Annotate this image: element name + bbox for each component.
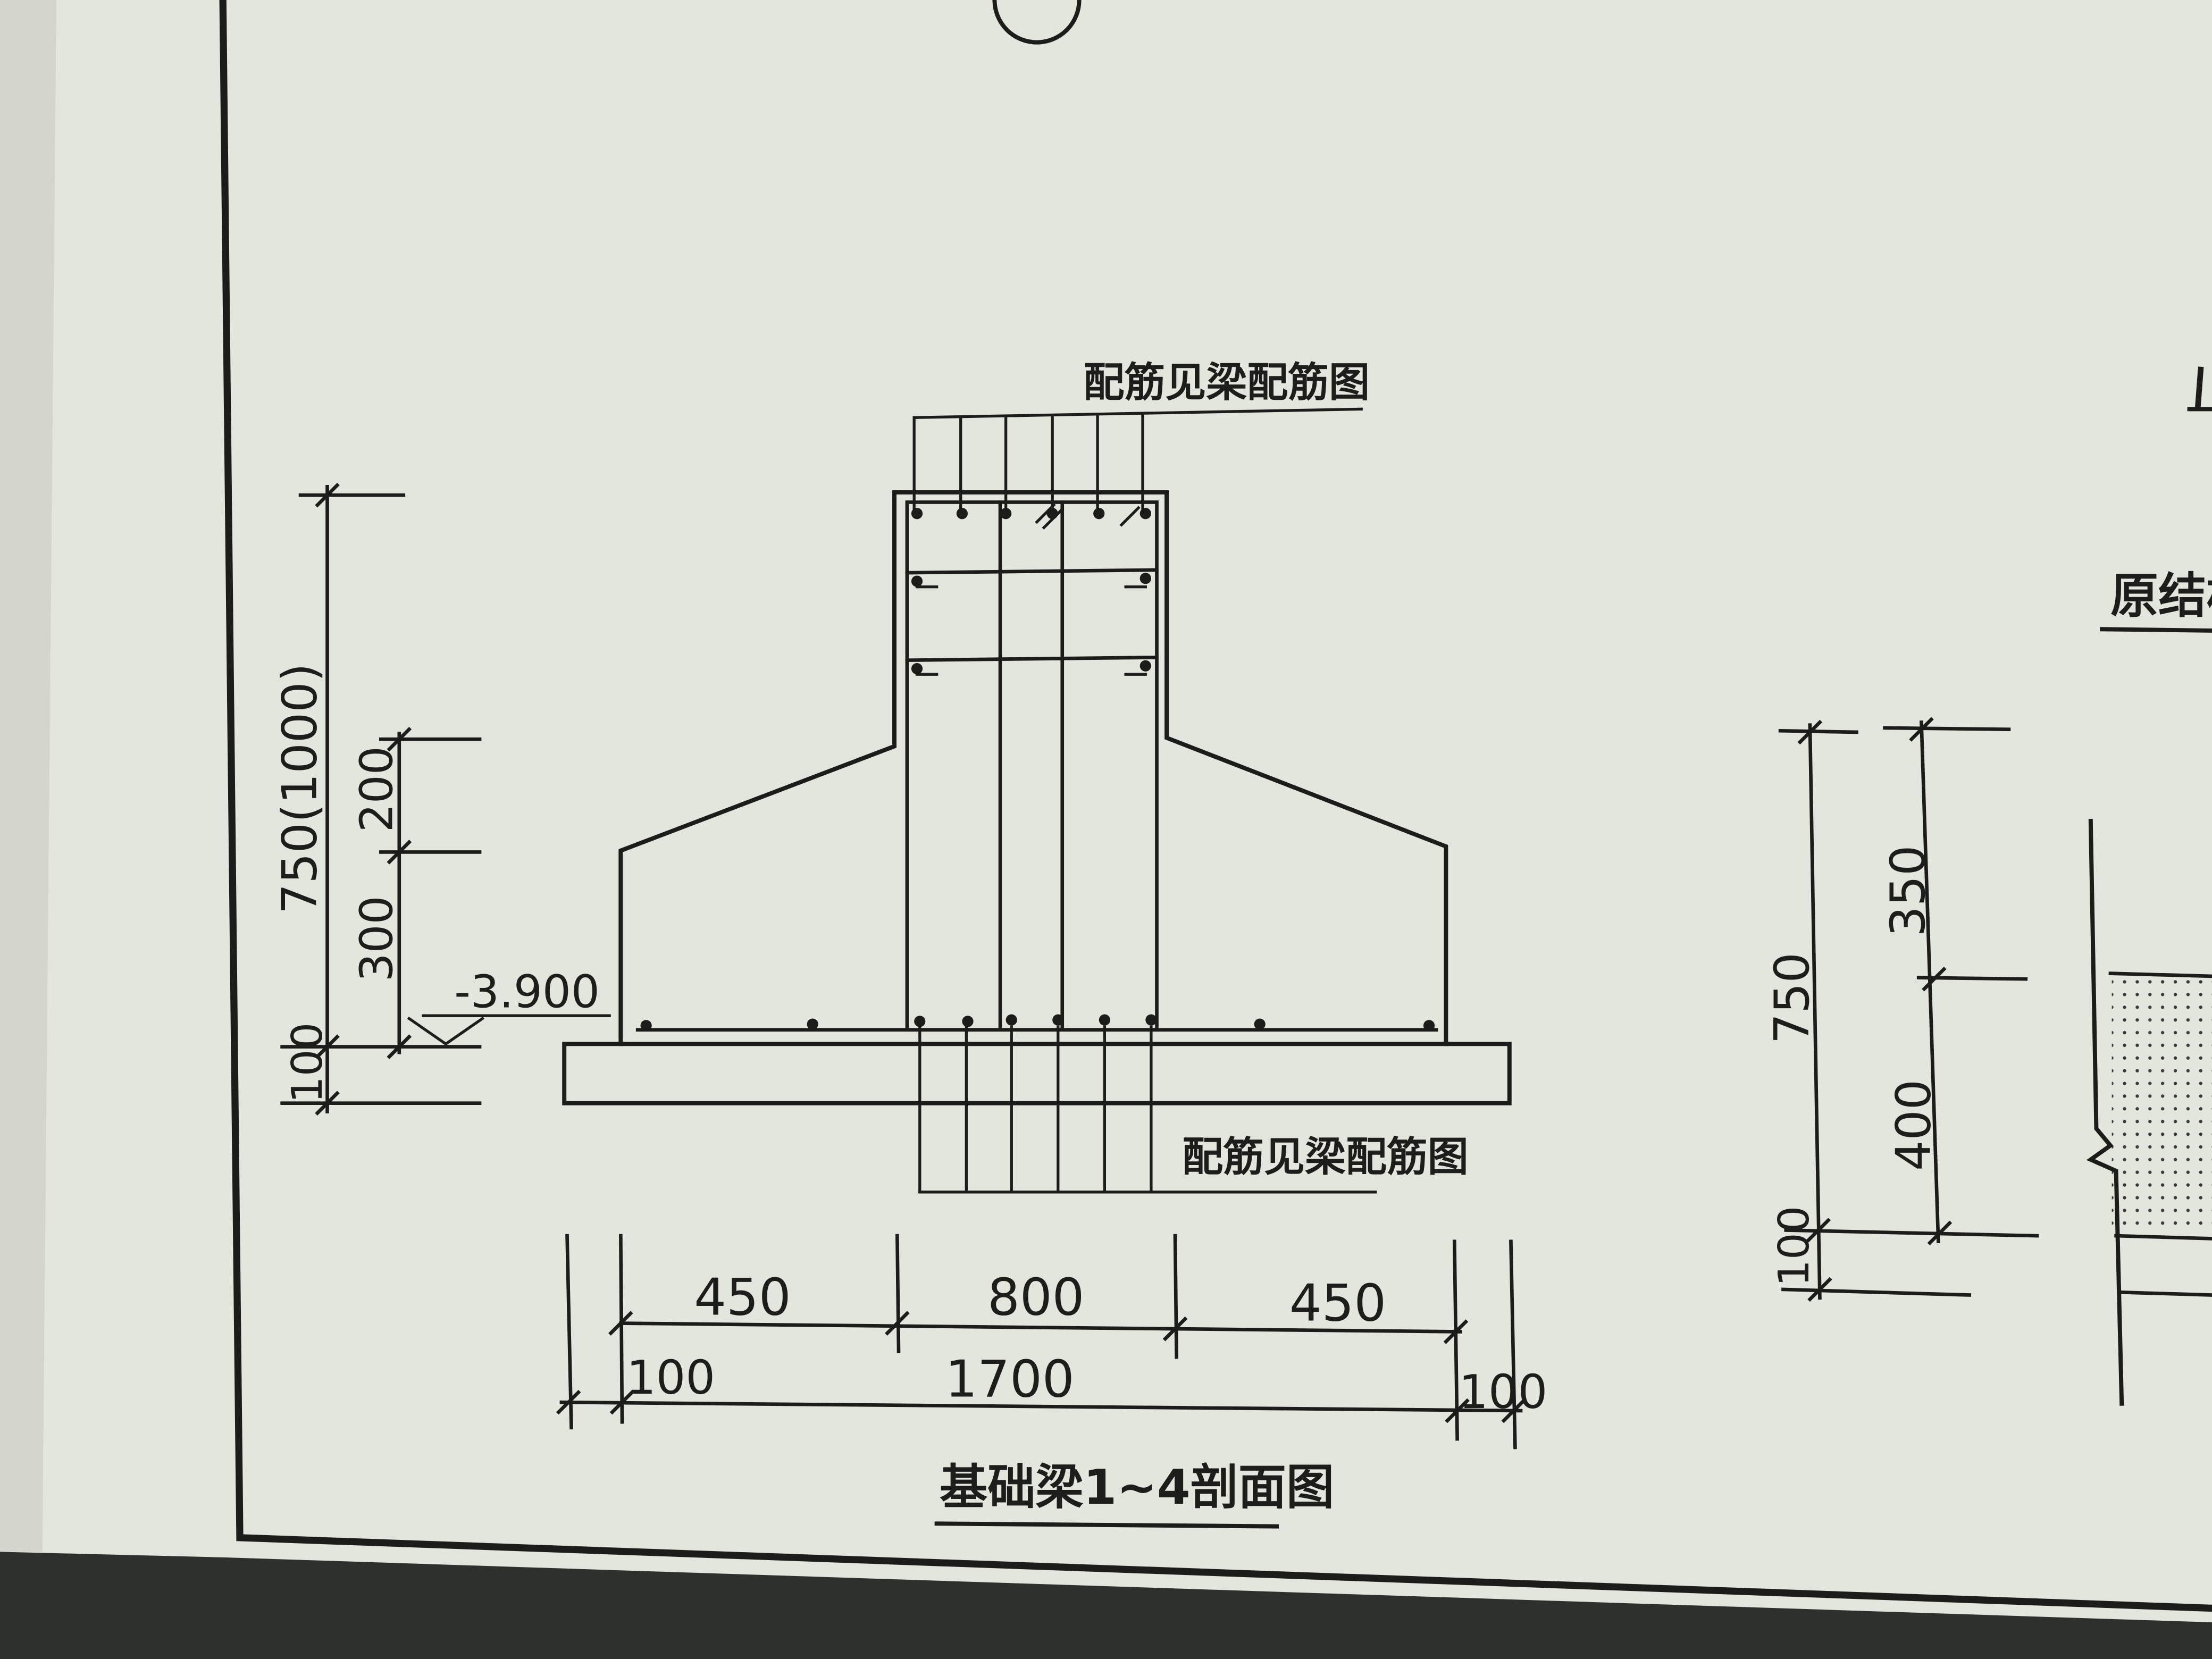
right-title-fragment: 原结构	[2110, 568, 2212, 624]
soil-fill-hatch	[2112, 976, 2212, 1230]
bottom-rebar-note: 配筋见梁配筋图	[1182, 1134, 1468, 1181]
dim-1700: 1700	[945, 1350, 1075, 1409]
elevation-marker: -3.900	[407, 966, 611, 1046]
dim-200: 200	[351, 746, 404, 832]
tie-hook	[915, 585, 1147, 676]
rebar-dot	[640, 1020, 652, 1032]
dim-100-right: 100	[1769, 1206, 1819, 1287]
dim-450-left: 450	[694, 1268, 791, 1327]
rebar-dot	[962, 1016, 974, 1027]
bottom-rebar-group	[640, 1014, 1435, 1032]
top-leader	[912, 407, 1363, 513]
elevation-label: -3.900	[454, 966, 600, 1018]
rebar-dot	[1423, 1020, 1435, 1032]
right-top-mark-stroke	[2194, 366, 2204, 409]
dim-400: 400	[1886, 1079, 1941, 1171]
existing-structure-fragment	[2086, 819, 2212, 1406]
rebar-dot	[1099, 1014, 1110, 1026]
rebar-dot	[911, 663, 923, 675]
dim-450-right: 450	[1289, 1273, 1386, 1333]
dim-800: 800	[987, 1268, 1084, 1327]
dim-100-bottom-right: 100	[1459, 1365, 1547, 1419]
rebar-dot	[1093, 508, 1105, 520]
rebar-dot	[807, 1018, 818, 1030]
bottom-leader	[918, 1025, 1377, 1194]
bottom-dimension-chain	[556, 1234, 1526, 1449]
rebar-dot	[1145, 1014, 1157, 1026]
dim-350: 350	[1880, 845, 1936, 936]
paper-shadow	[0, 0, 57, 1552]
rebar-dot	[1006, 1014, 1017, 1026]
top-rebar-note: 配筋见梁配筋图	[1084, 359, 1370, 407]
beam-outline	[618, 490, 1448, 1046]
section-title: 基础梁1~4剖面图	[940, 1460, 1334, 1515]
rebar-dot	[911, 575, 923, 587]
tie-bar	[905, 568, 1159, 575]
dim-750-1000: 750(1000)	[272, 663, 328, 914]
rebar-dot	[1139, 660, 1151, 672]
dim-100-left: 100	[282, 1023, 332, 1103]
dim-300: 300	[351, 896, 404, 982]
paper-sheet	[0, 0, 2212, 1623]
dim-100-bottom-left: 100	[626, 1351, 715, 1405]
left-dimension-chain	[280, 482, 482, 1116]
top-circle-fragment	[992, 0, 1082, 45]
top-rebar-group	[911, 508, 1151, 675]
rebar-dot	[1046, 508, 1058, 520]
tie-bar	[905, 655, 1159, 662]
right-dimension-chain	[1778, 717, 2039, 1302]
rebar-dot	[1254, 1018, 1266, 1030]
title-underline	[934, 1521, 1279, 1529]
rebar-dot	[1139, 573, 1151, 584]
dim-750-right: 750	[1764, 952, 1820, 1044]
sheet-border	[219, 0, 2212, 1612]
rebar-dot	[914, 1016, 926, 1027]
right-title-underline	[2100, 627, 2212, 633]
foundation-beam-section: 配筋见梁配筋图 配筋见梁配筋图	[562, 359, 1512, 1194]
rebar-dot	[1000, 508, 1012, 520]
bedding-layer	[562, 1042, 1512, 1105]
rebar-dot	[1052, 1014, 1064, 1026]
